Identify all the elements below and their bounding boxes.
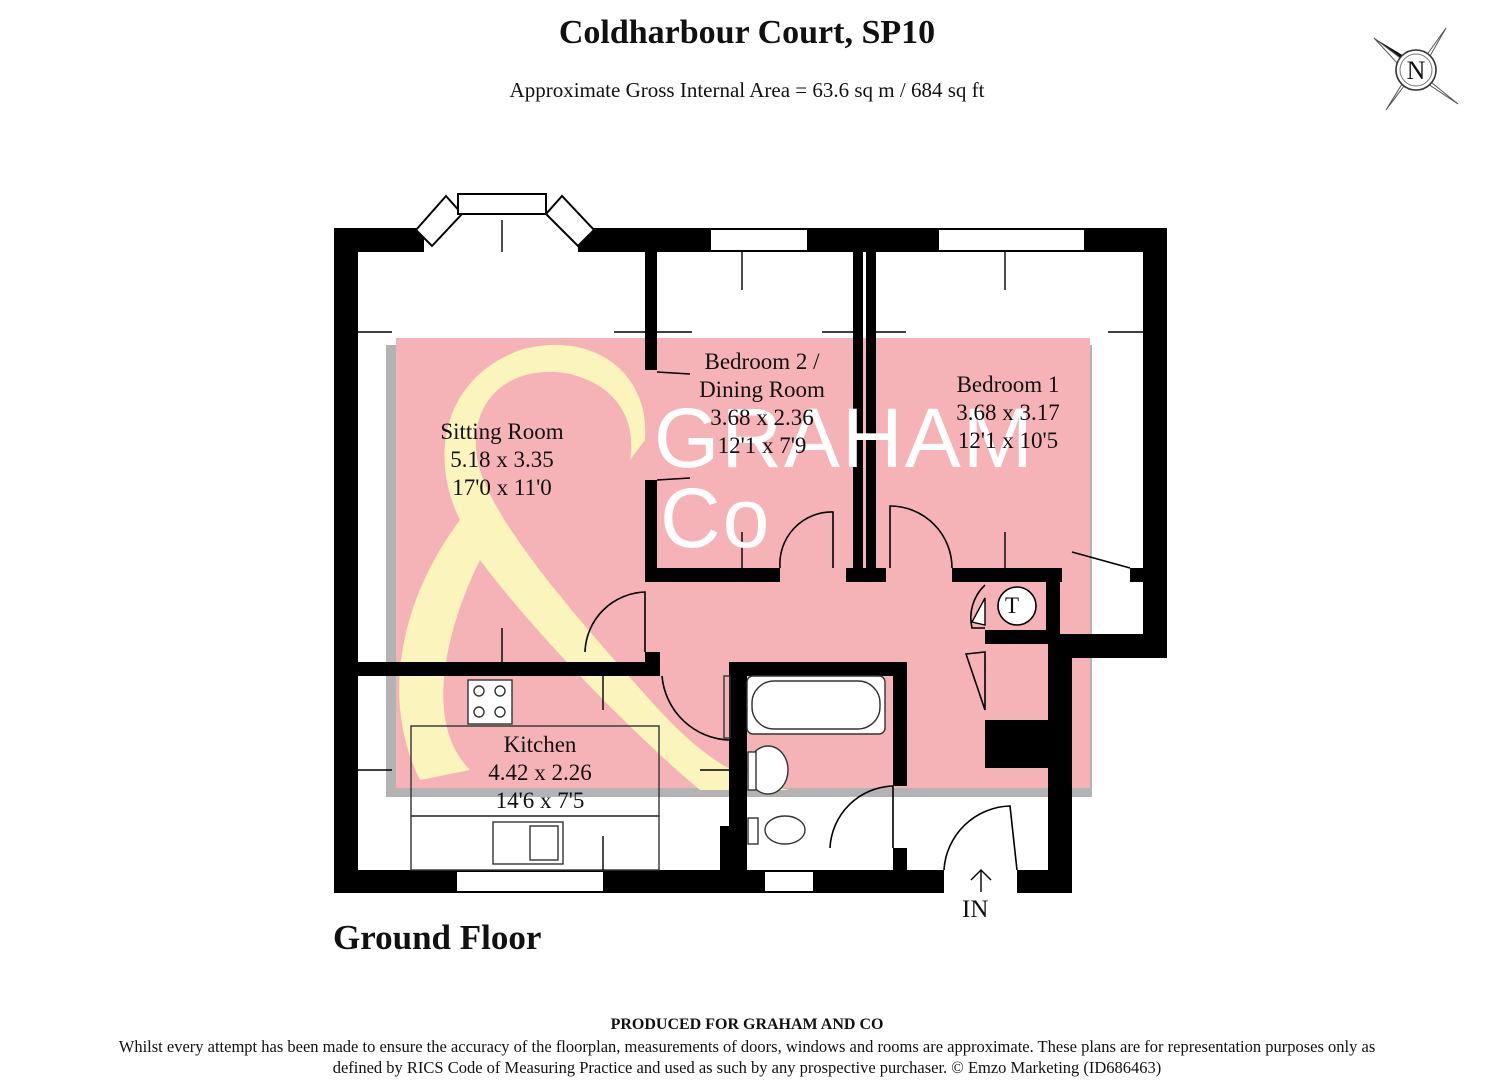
room-imperial: 12'1 x 10'5 [957, 428, 1059, 453]
room-kitchen: Kitchen 4.42 x 2.26 14'6 x 7'5 [440, 731, 640, 815]
room-metric: 5.18 x 3.35 [450, 447, 554, 472]
doors [584, 371, 1131, 871]
produced-by: PRODUCED FOR GRAHAM AND CO [610, 1016, 884, 1033]
tank-label: T [1005, 593, 1020, 618]
room-imperial: 12'1 x 7'9 [717, 433, 807, 458]
plan-area: Approximate Gross Internal Area = 63.6 s… [509, 78, 985, 102]
dimension-arrows [358, 220, 1143, 892]
floor-label: Ground Floor [333, 918, 542, 957]
room-metric: 4.42 x 2.26 [488, 760, 592, 785]
room-metric: 3.68 x 2.36 [710, 405, 814, 430]
room-metric: 3.68 x 3.17 [956, 400, 1060, 425]
room-imperial: 14'6 x 7'5 [495, 788, 585, 813]
room-bedroom-2: Bedroom 2 / Dining Room 3.68 x 2.36 12'1… [662, 348, 862, 460]
plan-title: Coldharbour Court, SP10 [558, 14, 936, 51]
watermark-text-1: GRAHAM [654, 391, 1035, 485]
room-name: Kitchen [503, 732, 577, 757]
kitchen-fittings [410, 679, 660, 871]
room-name: Bedroom 2 / [704, 349, 820, 374]
room-name: Sitting Room [440, 419, 564, 444]
compass-icon: N [1373, 27, 1459, 111]
room-bedroom-1: Bedroom 1 3.68 x 3.17 12'1 x 10'5 [908, 371, 1108, 455]
compass-letter: N [1407, 56, 1426, 85]
bay-window [414, 193, 596, 248]
watermark-text-2: Co [660, 471, 772, 565]
room-name-2: Dining Room [699, 377, 825, 402]
room-imperial: 17'0 x 11'0 [452, 475, 552, 500]
watermark-ampersand [399, 344, 790, 790]
entrance-label: IN [962, 896, 989, 923]
room-sitting: Sitting Room 5.18 x 3.35 17'0 x 11'0 [402, 418, 602, 502]
disclaimer: Whilst every attempt has been made to en… [118, 1037, 1376, 1077]
room-name: Bedroom 1 [956, 372, 1060, 397]
walls [334, 228, 1167, 893]
windows [455, 228, 1086, 893]
tank-icon [997, 586, 1037, 626]
bathroom-fittings [723, 675, 886, 845]
